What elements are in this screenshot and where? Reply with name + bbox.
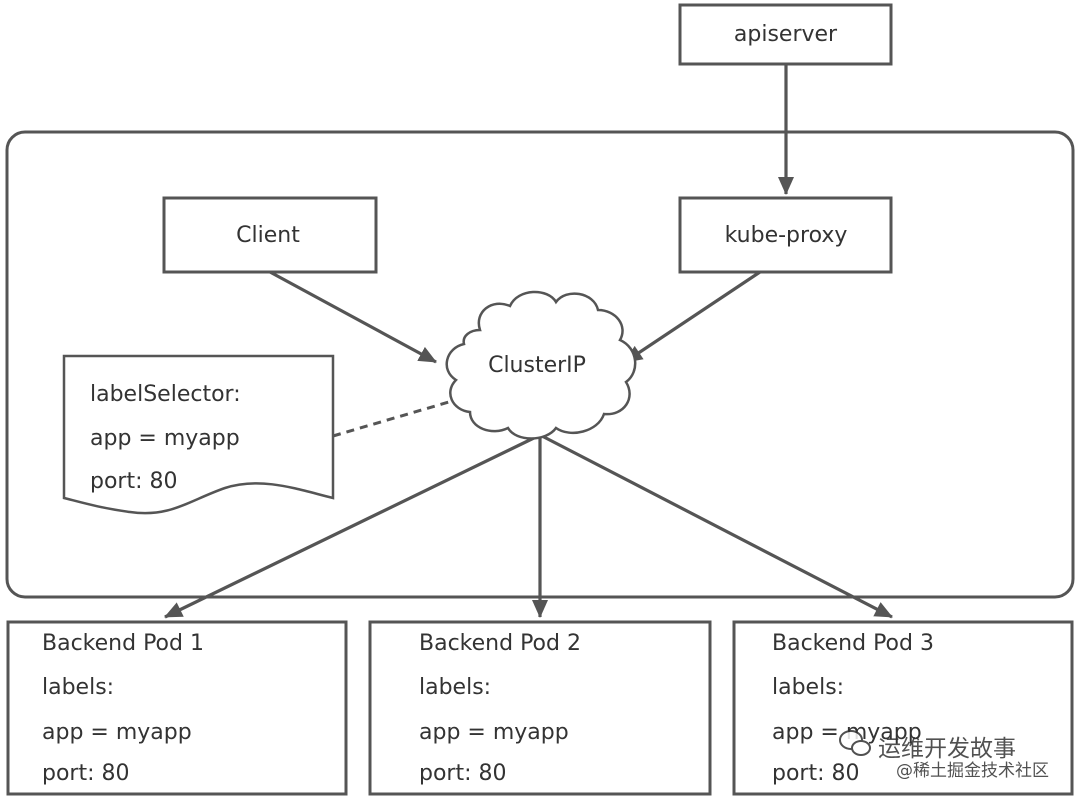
pod-3-labels: labels: <box>772 675 844 700</box>
pod-3-title: Backend Pod 3 <box>772 631 934 656</box>
label-selector-note: labelSelector: app = myapp port: 80 <box>62 354 335 515</box>
backend-pod-2: Backend Pod 2 labels: app = myapp port: … <box>368 620 712 796</box>
apiserver-label: apiserver <box>734 22 838 47</box>
pod-2-app: app = myapp <box>419 720 569 745</box>
pod-2-port: port: 80 <box>419 761 507 786</box>
watermark: 运维开发故事 @稀土掘金技术社区 <box>839 730 1049 781</box>
pod-1-labels: labels: <box>42 675 114 700</box>
clusterip-label: ClusterIP <box>488 353 586 378</box>
watermark-subtitle: @稀土掘金技术社区 <box>896 761 1049 781</box>
pod-3-port: port: 80 <box>772 761 860 786</box>
edge-client-clusterip <box>269 270 437 364</box>
selector-line-3: port: 80 <box>90 469 178 494</box>
kube-proxy-label: kube-proxy <box>725 223 848 248</box>
watermark-title: 运维开发故事 <box>878 736 1016 762</box>
pod-2-title: Backend Pod 2 <box>419 631 581 656</box>
selector-link <box>332 395 467 438</box>
wechat-icon <box>839 730 871 756</box>
pod-2-labels: labels: <box>419 675 491 700</box>
pod-1-app: app = myapp <box>42 720 192 745</box>
client-node: Client <box>162 196 378 274</box>
kube-proxy-node: kube-proxy <box>678 196 893 274</box>
apiserver-node: apiserver <box>678 3 893 66</box>
edge-clusterip-pod-1 <box>164 434 539 619</box>
edge-clusterip-pod-3 <box>541 434 893 619</box>
pod-1-title: Backend Pod 1 <box>42 631 204 656</box>
selector-line-2: app = myapp <box>90 426 240 451</box>
pod-1-port: port: 80 <box>42 761 130 786</box>
backend-pod-1: Backend Pod 1 labels: app = myapp port: … <box>6 620 348 796</box>
edge-kube-proxy-clusterip <box>624 270 761 364</box>
clusterip-cloud: ClusterIP <box>445 290 637 440</box>
selector-line-1: labelSelector: <box>90 382 241 407</box>
client-label: Client <box>236 223 300 248</box>
